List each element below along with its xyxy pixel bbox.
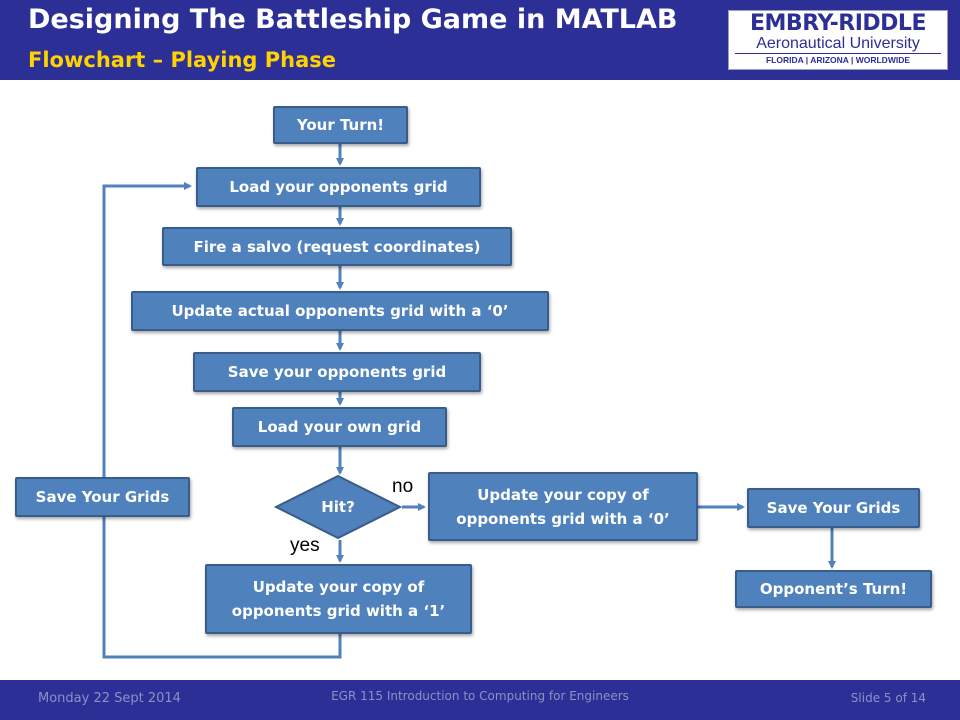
opponents-turn-box: Opponent’s Turn!: [735, 570, 932, 608]
footer-course: EGR 115 Introduction to Computing for En…: [331, 689, 629, 703]
slide-footer: Monday 22 Sept 2014 EGR 115 Introduction…: [0, 680, 960, 720]
logo-university: Aeronautical University: [756, 35, 920, 52]
footer-slide-number: Slide 5 of 14: [850, 691, 926, 705]
footer-date: Monday 22 Sept 2014: [38, 691, 181, 706]
yes-branch-label: yes: [290, 535, 320, 556]
update-actual-grid-box: Update actual opponents grid with a ‘0’: [131, 291, 549, 331]
university-logo: EMBRY-RIDDLE Aeronautical University FLO…: [728, 10, 948, 70]
your-turn-box: Your Turn!: [273, 106, 408, 144]
logo-name: EMBRY-RIDDLE: [750, 11, 926, 36]
no-branch-label: no: [392, 476, 414, 497]
save-grids-right-box: Save Your Grids: [747, 488, 920, 528]
hit-decision-diamond: [273, 474, 403, 540]
update-copy-zero-box: Update your copy of opponents grid with …: [428, 472, 698, 541]
slide-title: Designing The Battleship Game in MATLAB: [28, 4, 678, 35]
update-copy-one-box: Update your copy of opponents grid with …: [205, 564, 472, 634]
hit-decision-label: Hit?: [321, 498, 355, 516]
slide-header: Designing The Battleship Game in MATLAB …: [0, 0, 960, 80]
logo-locations: FLORIDA | ARIZONA | WORLDWIDE: [735, 53, 941, 66]
connector-loop-back: [102, 182, 342, 659]
load-opponents-grid-box: Load your opponents grid: [196, 167, 481, 207]
load-own-grid-box: Load your own grid: [232, 407, 447, 447]
save-grids-left-box: Save Your Grids: [15, 477, 190, 517]
slide-subtitle: Flowchart – Playing Phase: [28, 48, 337, 72]
save-opponents-grid-box: Save your opponents grid: [193, 352, 481, 392]
fire-salvo-box: Fire a salvo (request coordinates): [162, 227, 512, 266]
